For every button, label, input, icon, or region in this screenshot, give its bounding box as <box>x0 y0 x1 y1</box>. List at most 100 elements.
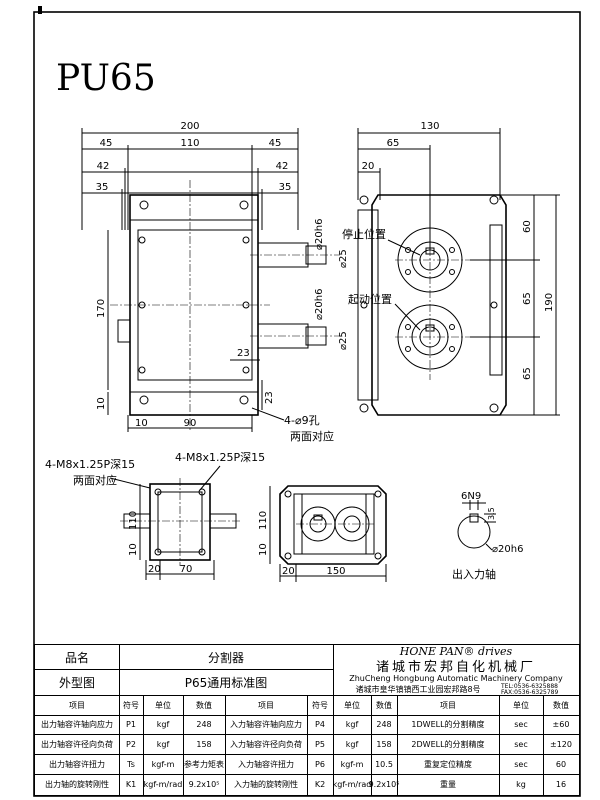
spec-cell: kg <box>516 780 526 789</box>
spec-cell: P2 <box>126 739 136 749</box>
spec-cell: 248 <box>196 720 212 729</box>
dim-190: 190 <box>544 293 555 312</box>
spec-cell: 重复定位精度 <box>424 759 472 769</box>
company-tel: TEL:0536-6325888 <box>501 683 558 690</box>
dim-10-left: 10 <box>96 397 107 410</box>
spec-cell: 9.2x10⁵ <box>368 780 400 789</box>
header-value-2: 数值 <box>376 700 392 710</box>
key-depth: 3.5 <box>487 507 496 520</box>
side-view: 130 65 20 停止位置 起动位置 <box>342 121 560 416</box>
drawing-border <box>33 11 581 797</box>
spec-cell: 10.5 <box>375 759 393 769</box>
spec-cell: 入力轴的旋转刚性 <box>234 780 298 789</box>
model-title: PU65 <box>56 58 156 99</box>
shaft-label: 出入力轴 <box>452 567 496 581</box>
name-label: 品名 <box>64 650 89 665</box>
dim-shaft-d20h6-a: ⌀20h6 <box>314 219 325 250</box>
spec-cell: P1 <box>126 720 136 729</box>
spec-cell: 16 <box>555 780 567 789</box>
bottom-view-middle: 110 10 20 150 <box>258 485 387 582</box>
dim-42a: 42 <box>97 161 110 172</box>
dim-small-20b: 20 <box>282 566 295 577</box>
spec-cell: K1 <box>125 780 137 789</box>
spec-cell: K2 <box>314 780 326 789</box>
shape-value: P65通用标准图 <box>184 675 268 690</box>
shape-label: 外型图 <box>58 675 95 690</box>
hole-note-2: 两面对应 <box>290 429 334 443</box>
key-shaft-diameter: ⌀20h6 <box>492 544 523 555</box>
spec-cell: kgf-m <box>151 759 175 769</box>
header-item: 项目 <box>69 700 85 710</box>
company-address: 诸城市皇华镇镇西工业园宏邦路8号 <box>355 684 481 694</box>
dim-170: 170 <box>96 299 107 318</box>
dim-side-20: 20 <box>362 161 375 172</box>
spec-cell: ±60 <box>552 720 570 729</box>
dim-45b: 45 <box>269 138 282 149</box>
dim-small-10b: 10 <box>258 543 269 556</box>
spec-cell: kgf-m/rad <box>332 780 372 789</box>
spec-cell: sec <box>514 759 528 769</box>
dim-35b: 35 <box>279 182 292 193</box>
spec-cell: 出力轴容许轴向应力 <box>41 720 113 729</box>
spec-cell: 158 <box>376 739 392 749</box>
spec-cell: kgf <box>156 739 170 749</box>
key-width: 6N9 <box>461 491 481 502</box>
dim-side-65: 65 <box>387 138 400 149</box>
spec-cell: 2DWELL的分割精度 <box>411 739 485 749</box>
header-symbol: 符号 <box>123 700 139 710</box>
title-block: 品名 分割器 外型图 P65通用标准图 HONE PAN® drives 诸城市… <box>34 644 580 796</box>
spec-cell: P6 <box>315 759 325 769</box>
header-unit-2: 单位 <box>344 700 360 710</box>
dim-small-10a: 10 <box>128 543 139 556</box>
spec-cell: 入力轴容许径向负荷 <box>230 739 302 749</box>
company-chinese: 诸城市宏邦自化机械厂 <box>375 659 536 675</box>
company-fax: FAX:0536-6325789 <box>501 689 559 696</box>
dim-60: 60 <box>522 220 533 233</box>
spec-cell: kgf-m/rad <box>143 780 183 789</box>
header-unit: 单位 <box>155 700 171 710</box>
spec-cell: 参考力矩表 <box>184 759 224 769</box>
dim-23a: 23 <box>237 348 250 359</box>
spec-cell: kgf <box>156 720 170 729</box>
dim-90: 90 <box>184 418 197 429</box>
dim-130: 130 <box>420 121 439 132</box>
side-body <box>371 194 507 416</box>
stop-position-label: 停止位置 <box>342 227 386 241</box>
shaft-key-detail: 6N9 3.5 ⌀20h6 出入力轴 <box>452 491 523 581</box>
header-item-3: 项目 <box>440 700 456 710</box>
front-view: 200 45 110 45 42 42 35 35 <box>81 121 349 443</box>
header-value: 数值 <box>196 700 212 710</box>
header-value-3: 数值 <box>553 700 569 710</box>
spec-cell: kgf <box>345 739 359 749</box>
spec-cell: 9.2x10⁵ <box>188 780 220 789</box>
dim-45a: 45 <box>100 138 113 149</box>
dim-10-bottom: 10 <box>135 418 148 429</box>
spec-cell: 入力轴容许轴向应力 <box>230 720 302 729</box>
spec-cell: 出力轴容许扭力 <box>49 759 105 769</box>
header-item-2: 项目 <box>258 700 274 710</box>
m8-note-left: 4-M8x1.25P深15 <box>45 458 135 471</box>
m8-note-left-2: 两面对应 <box>73 473 117 487</box>
dim-small-150: 150 <box>326 566 345 577</box>
m8-note-mid: 4-M8x1.25P深15 <box>175 451 265 464</box>
spec-cell: kgf <box>345 720 359 729</box>
dim-shaft-d25-a: ⌀25 <box>338 249 349 268</box>
hole-note: 4-⌀9孔 <box>284 414 320 427</box>
spec-cell: 出力轴容许径向负荷 <box>41 739 113 749</box>
company-english: ZhuCheng Hongbung Automatic Machinery Co… <box>349 673 563 683</box>
corner-mark <box>38 6 42 14</box>
company-contact: TEL:0536-6325888 FAX:0536-6325789 <box>501 683 577 696</box>
dim-23b: 23 <box>264 391 275 404</box>
dim-35a: 35 <box>96 182 109 193</box>
spec-cell: 入力轴容许扭力 <box>238 759 294 769</box>
dim-small-110b: 110 <box>258 511 269 530</box>
spec-cell: 1DWELL的分割精度 <box>411 720 485 729</box>
spec-cell: 158 <box>196 739 212 749</box>
dim-65v2: 65 <box>522 367 533 380</box>
dim-200: 200 <box>180 121 199 132</box>
header-symbol-2: 符号 <box>312 700 328 710</box>
spec-cell: 60 <box>555 759 567 769</box>
dim-small-20a: 20 <box>148 564 161 575</box>
dim-small-110a: 110 <box>128 511 139 530</box>
